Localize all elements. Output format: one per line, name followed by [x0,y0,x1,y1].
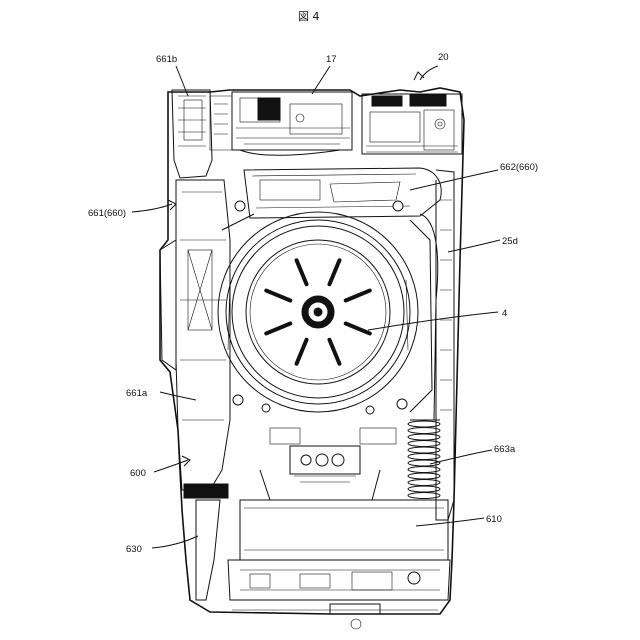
drum-baffle [297,340,307,364]
cabinet-outline [160,88,464,614]
label-17: 17 [326,54,337,65]
bellows-600 [184,484,228,600]
label-4: 4 [502,308,507,319]
drum-baffle [329,340,339,364]
leader-20 [420,66,438,80]
hose-coil-ring [408,428,440,434]
duct-661b [172,90,212,178]
duct-662 [244,168,441,218]
top-right-unit [362,94,462,154]
control-box [210,92,352,155]
label-600: 600 [130,468,146,479]
label-661: 661(660) [88,208,126,219]
label-661a: 661a [126,388,148,399]
drum-baffle [266,291,290,301]
hose-663a [408,421,440,499]
hose-coil-ring [408,447,440,453]
figure-title: 図 4 [298,10,320,23]
label-661b: 661b [156,54,177,65]
hose-coil-ring [408,493,440,499]
leader-610 [416,518,484,526]
pump-assembly [260,428,396,500]
drum-face-4 [246,240,390,384]
hose-coil-ring [408,467,440,473]
hose-coil-ring [408,486,440,492]
leader-4 [368,312,498,330]
leader-600 [154,460,188,472]
drum-baffle [266,323,290,333]
duct-661 [160,180,230,490]
hose-coil-ring [408,441,440,447]
base-610 [228,500,450,629]
leader-630 [152,536,198,548]
arrow-20 [414,72,424,80]
label-662: 662(660) [500,162,538,173]
hose-coil-ring [408,421,440,427]
drum-baffle [297,260,307,284]
drum-baffle [329,260,339,284]
machine-drawing [160,88,464,629]
leader-661a [160,392,196,400]
hose-coil-ring [408,454,440,460]
label-20: 20 [438,52,449,63]
hose-coil-ring [408,480,440,486]
label-663a: 663a [494,444,516,455]
hose-coil-ring [408,473,440,479]
leader-25d [448,240,500,252]
drum-baffle [346,323,370,333]
label-610: 610 [486,514,502,525]
label-630: 630 [126,544,142,555]
hose-coil-ring [408,434,440,440]
drum-baffle [346,291,370,301]
label-25d: 25d [502,236,518,247]
leader-661 [132,204,172,212]
